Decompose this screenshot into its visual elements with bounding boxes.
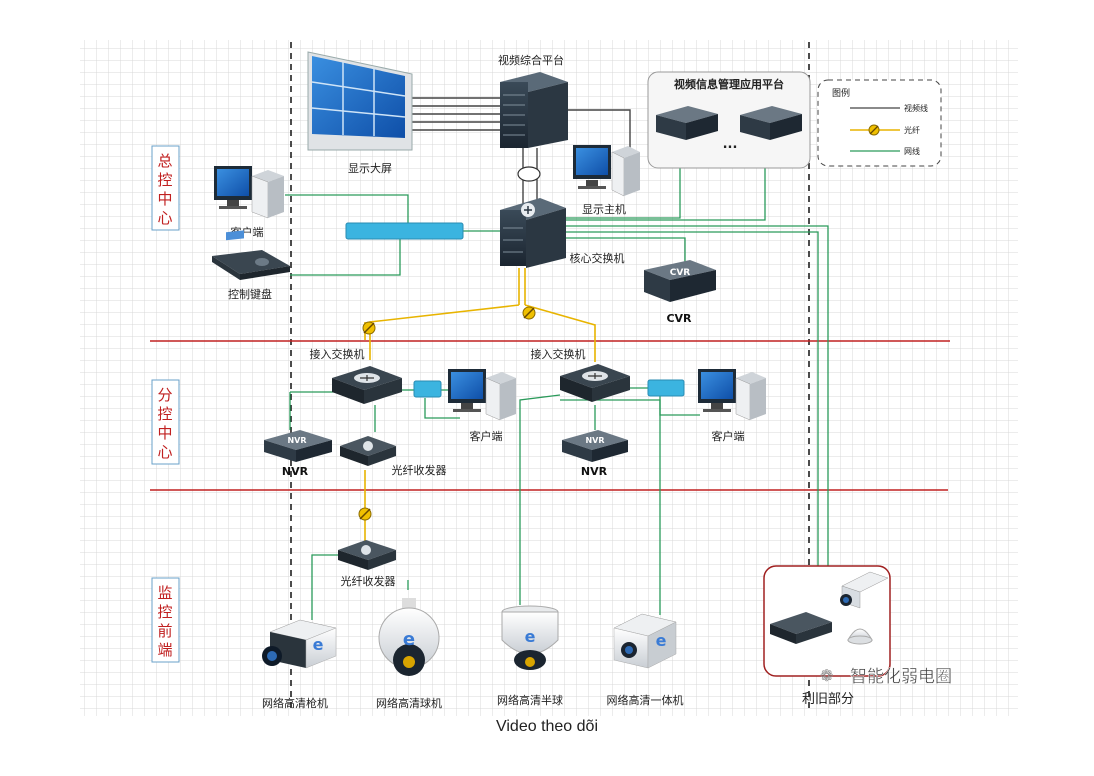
display-host-label: 显示主机 [582, 202, 626, 216]
access-switch-right-icon [560, 364, 630, 402]
svg-text:❁: ❁ [820, 666, 833, 685]
svg-text:e: e [656, 631, 667, 650]
app-platform-group: 视频信息管理应用平台 ... [647, 71, 811, 169]
zone-label-front: 监控前端 [151, 577, 180, 663]
app-platform-label: 视频信息管理应用平台 [674, 77, 784, 91]
legend-label-video: 视频线 [904, 103, 928, 113]
branch-hub-left-icon [413, 380, 442, 398]
control-keyboard-icon [212, 230, 290, 280]
half-dome-camera-icon: e [501, 605, 559, 670]
access-switch-left-label: 接入交换机 [310, 347, 365, 361]
nvr-left-icon: NVR [264, 430, 332, 462]
figure-caption: Video theo dõi [495, 718, 598, 735]
video-bundle-ring [517, 166, 541, 182]
branch-client-left-label: 客户端 [470, 429, 503, 443]
integrated-camera-icon: e [613, 613, 677, 669]
access-switch-left-icon [332, 366, 402, 404]
reuse-part-label: 利旧部分 [802, 692, 854, 707]
gun-camera-icon: e [262, 619, 337, 669]
display-wall-icon [307, 51, 413, 151]
cvr-badge: CVR [670, 268, 691, 278]
half-dome-label: 网络高清半球 [497, 693, 563, 707]
cvr-device-icon: CVR [644, 260, 716, 302]
reuse-section [763, 565, 891, 677]
network-lines [285, 140, 829, 620]
nvr-right-icon: NVR [562, 430, 628, 462]
dome-camera-label: 网络高清球机 [376, 696, 442, 710]
speed-dome-camera-icon: e [378, 598, 440, 676]
fiber-connector-icon [868, 124, 880, 136]
legend-label-network: 网线 [904, 146, 920, 156]
core-switch-label: 核心交换机 [570, 251, 625, 265]
watermark-text: 智能化弱电圈 [850, 667, 952, 687]
legend-label-fiber: 光纤 [904, 125, 920, 135]
svg-text:e: e [403, 629, 415, 650]
legacy-bullet-camera-icon [840, 571, 889, 609]
server-icon [656, 106, 718, 140]
legend-title: 图例 [832, 87, 850, 99]
access-switch-right-label: 接入交换机 [531, 347, 586, 361]
branch-client-left-pc-icon [448, 369, 516, 421]
video-platform-rack-icon [500, 72, 568, 148]
nvr-badge: NVR [585, 436, 604, 445]
watermark: ❁ 智能化弱电圈 [820, 666, 952, 687]
hub-bar-icon [345, 222, 464, 240]
core-switch-icon [500, 198, 566, 268]
zone-label-hq: 总控中心 [151, 145, 180, 231]
nvr-left-label: NVR [282, 465, 309, 478]
fiber-transceiver-branch-label: 光纤收发器 [392, 463, 447, 477]
zone-label-branch: 分控中心 [151, 379, 180, 465]
legend: 图例 视频线 光纤 网线 [817, 79, 942, 167]
server-icon [740, 106, 802, 140]
gun-camera-label: 网络高清枪机 [262, 696, 328, 710]
svg-text:e: e [313, 635, 324, 654]
zone-front-text: 监控前端 [157, 584, 172, 659]
branch-client-right-label: 客户端 [712, 429, 745, 443]
cvr-label: CVR [666, 312, 692, 325]
hq-client-pc-icon [214, 166, 284, 219]
fiber-connector-icon [362, 321, 376, 335]
zone-branch-text: 分控中心 [157, 386, 172, 461]
integrated-camera-label: 网络高清一体机 [607, 693, 684, 707]
legacy-recorder-icon [770, 612, 832, 644]
fiber-transceiver-front-label: 光纤收发器 [341, 574, 396, 588]
branch-client-right-pc-icon [698, 369, 766, 421]
video-lines [410, 97, 631, 205]
display-wall-label: 显示大屏 [348, 161, 392, 175]
display-host-pc-icon [573, 145, 640, 197]
svg-text:e: e [525, 627, 536, 646]
zone-hq-text: 总控中心 [157, 152, 172, 227]
legacy-dome-camera-icon [847, 628, 873, 645]
fiber-connector-icon [358, 507, 372, 521]
nvr-badge: NVR [287, 436, 306, 445]
fiber-transceiver-branch-icon [340, 436, 396, 466]
keyboard-label: 控制键盘 [228, 287, 272, 301]
branch-hub-right-icon [647, 379, 685, 397]
fiber-connector-icon [522, 306, 536, 320]
fiber-transceiver-front-icon [338, 540, 396, 570]
platform-label: 视频综合平台 [498, 53, 564, 67]
app-ellipsis: ... [723, 137, 738, 152]
nvr-right-label: NVR [581, 465, 608, 478]
